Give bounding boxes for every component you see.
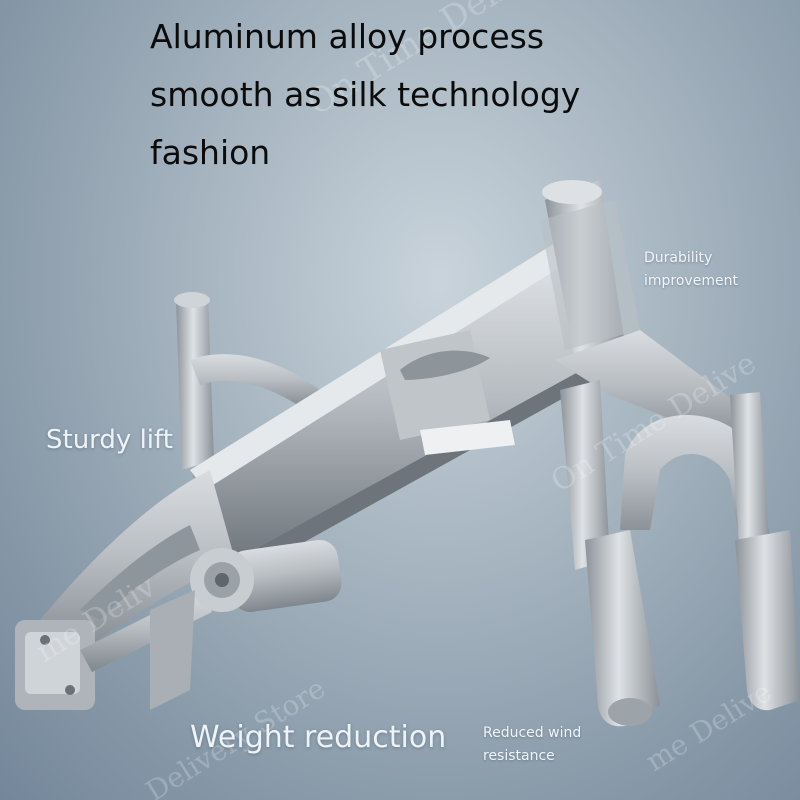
- label-line: Durability: [644, 250, 713, 266]
- headline-line: smooth as silk technology: [150, 75, 581, 114]
- front-fork: [560, 380, 800, 727]
- label-weight-reduction: Weight reduction: [190, 720, 447, 755]
- label-line: Reduced wind: [483, 725, 582, 741]
- label-line: improvement: [644, 273, 738, 289]
- headline: Aluminum alloy process smooth as silk te…: [150, 8, 770, 182]
- head-tube: [540, 180, 640, 360]
- folding-hinge: [380, 330, 515, 455]
- seat-tube: [174, 292, 320, 470]
- headline-line: Aluminum alloy process: [150, 17, 545, 56]
- label-sturdy-lift: Sturdy lift: [46, 425, 173, 455]
- drop-plate: [150, 590, 195, 710]
- headline-line: fashion: [150, 133, 271, 172]
- label-line: resistance: [483, 748, 555, 764]
- rear-swingarm: [15, 470, 235, 710]
- label-durability: Durability improvement: [644, 247, 738, 293]
- label-wind-resistance: Reduced wind resistance: [483, 722, 581, 768]
